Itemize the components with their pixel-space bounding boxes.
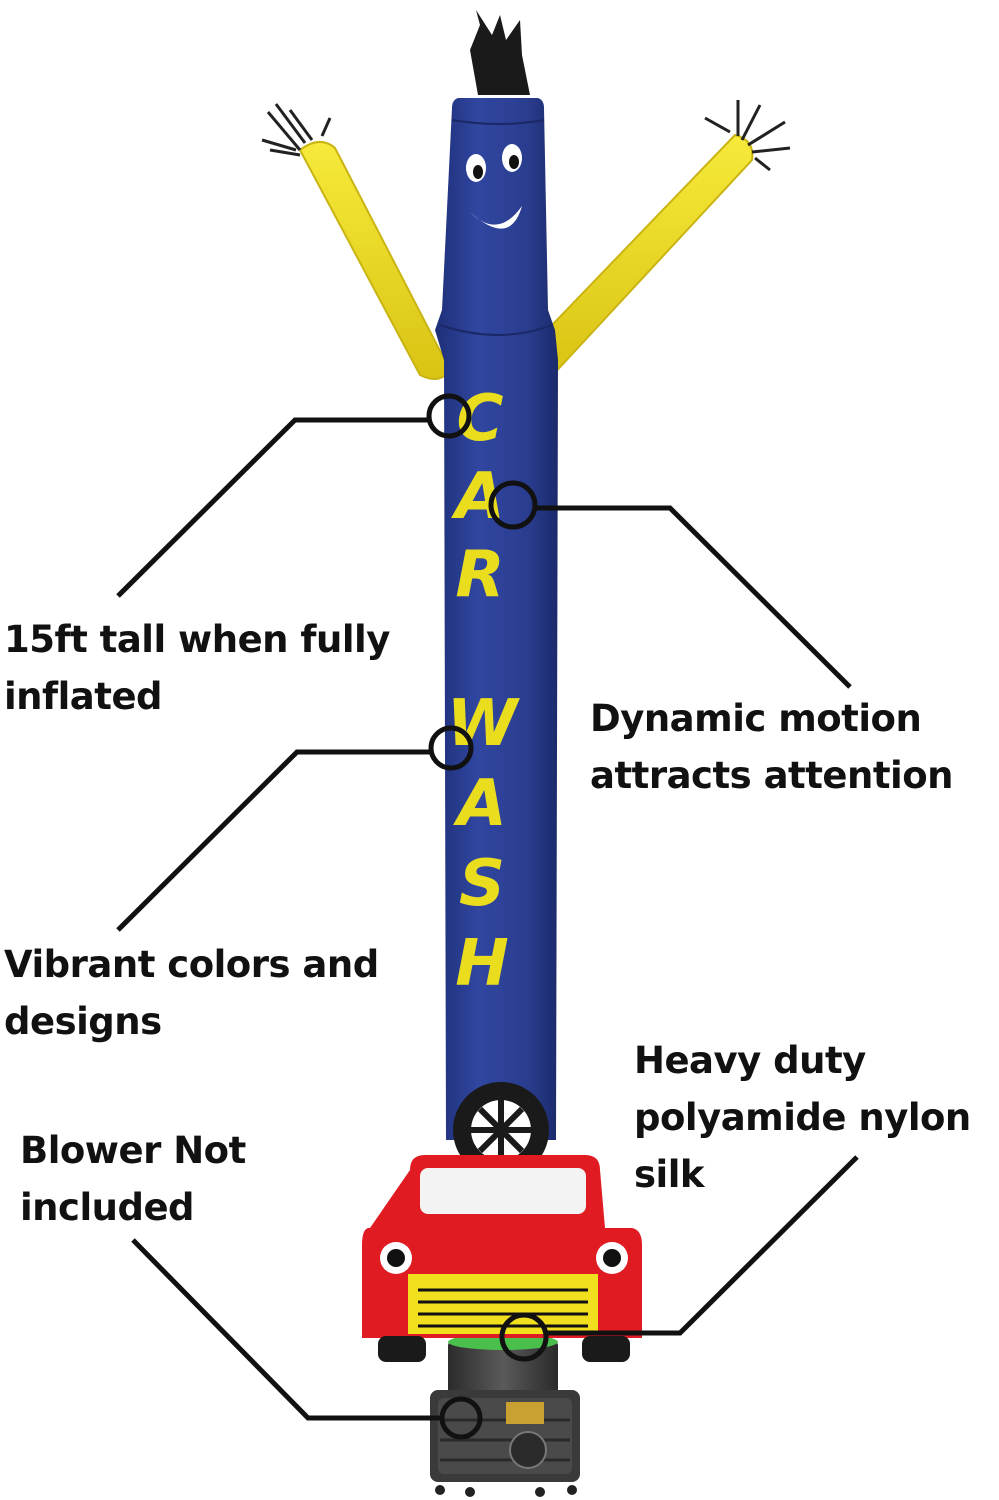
- callout-colors-text: Vibrant colors and designs: [4, 936, 379, 1050]
- callout-line-blower: [131, 1238, 483, 1440]
- banner-letter: H: [455, 927, 509, 1001]
- callout-colors-line2: designs: [4, 1000, 162, 1043]
- banner-letter: W: [447, 687, 521, 761]
- callout-line-tall: [116, 393, 472, 598]
- callout-tall-line2: inflated: [4, 675, 163, 718]
- car-emblem: [362, 1082, 642, 1362]
- callout-nylon-line3: silk: [634, 1153, 704, 1196]
- callout-blower-line1: Blower Not: [20, 1129, 246, 1172]
- callout-blower-line2: included: [20, 1186, 195, 1229]
- callout-line-nylon: [499, 1155, 859, 1362]
- right-arm: [526, 100, 791, 380]
- callout-line-motion: [488, 480, 852, 689]
- callout-blower-text: Blower Not included: [20, 1122, 246, 1236]
- banner-letter: C: [457, 382, 504, 456]
- banner-letter: S: [459, 847, 505, 921]
- callout-line-colors: [116, 725, 474, 932]
- head-tassel: [470, 10, 530, 95]
- callout-motion-text: Dynamic motion attracts attention: [590, 690, 954, 804]
- left-arm: [261, 103, 452, 380]
- callout-tall-line1: 15ft tall when fully: [4, 618, 390, 661]
- smiley-face: [466, 144, 522, 229]
- callout-motion-line2: attracts attention: [590, 754, 954, 797]
- callout-nylon-line2: polyamide nylon: [634, 1096, 971, 1139]
- callout-colors-line1: Vibrant colors and: [4, 943, 379, 986]
- banner-letter: R: [455, 538, 504, 612]
- blower-fan: [430, 1334, 580, 1497]
- callout-nylon-line1: Heavy duty: [634, 1039, 866, 1082]
- callout-tall-text: 15ft tall when fully inflated: [4, 611, 390, 725]
- banner-letter: A: [452, 767, 507, 841]
- callout-nylon-text: Heavy duty polyamide nylon silk: [634, 1032, 971, 1203]
- tube-body: [435, 98, 558, 1140]
- callout-motion-line1: Dynamic motion: [590, 697, 922, 740]
